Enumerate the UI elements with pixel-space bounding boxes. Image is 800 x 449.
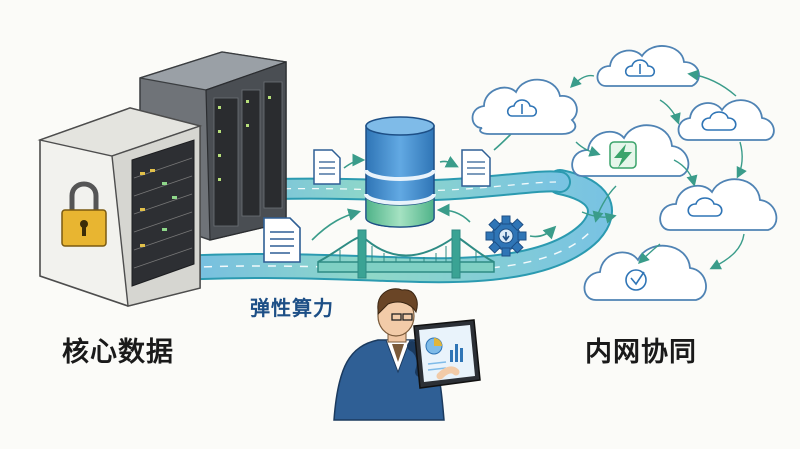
gear-icon [485, 215, 527, 257]
elastic-compute-label: 弹性算力 [250, 296, 334, 320]
cloud-icon [677, 99, 775, 141]
lightning-icon [609, 141, 637, 169]
person-with-tablet-icon [333, 288, 481, 421]
cloud-icon [701, 111, 737, 131]
secure-server-icon [37, 107, 203, 307]
intranet-collab-label: 内网协同 [585, 337, 697, 368]
tablet-icon [413, 319, 481, 389]
cloud-icon [506, 99, 538, 117]
cloud-icon [583, 244, 707, 301]
document-icon [461, 149, 491, 187]
document-icon [263, 217, 301, 263]
flow-arrows [311, 122, 557, 241]
bridge-icon [317, 229, 495, 279]
cloud-icon [471, 78, 578, 135]
cloud-icon [687, 197, 723, 217]
document-icon [313, 149, 341, 185]
cloud-flow-arrows [570, 69, 747, 270]
database-icon [364, 116, 436, 228]
cloud-icon [624, 59, 656, 77]
core-data-label: 核心数据 [62, 337, 174, 368]
lock-icon [61, 181, 107, 247]
sync-icon [625, 269, 647, 291]
